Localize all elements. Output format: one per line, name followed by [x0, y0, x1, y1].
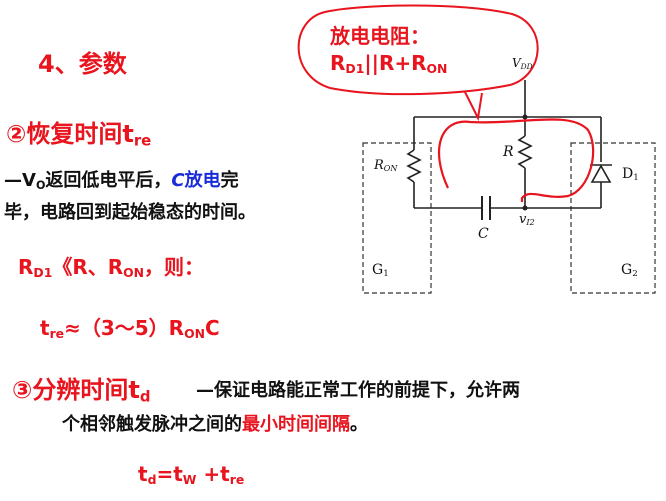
d1-label: D1 [622, 166, 639, 184]
resolution-desc-2: 个相邻触发脉冲之间的最小时间间隔。 [62, 414, 368, 435]
vi2-label: vI2 [519, 212, 535, 227]
r-label: R [503, 144, 514, 160]
discharge-path [437, 118, 595, 202]
recovery-desc-1: —VO返回低电平后，C放电完 [4, 170, 239, 192]
resolution-formula: td=tW +tre [138, 462, 245, 488]
d1-diode [590, 164, 612, 183]
g1-box [362, 142, 432, 294]
ron-label: RON [374, 158, 398, 173]
resolution-title: ③分辨时间td [12, 376, 151, 406]
resolution-desc-1: —保证电路能正常工作的前提下，允许两 [196, 380, 520, 401]
callout-bubble [297, 4, 539, 96]
g2-label: G2 [621, 262, 638, 280]
recovery-title: ②恢复时间tre [6, 120, 152, 150]
recovery-condition: RD1《R、RON，则： [18, 255, 205, 281]
callout-line1: 放电电阻： [330, 24, 430, 48]
r-resistor [517, 135, 533, 169]
c-label: C [478, 226, 489, 242]
recovery-formula: tre≈（3～5）RONC [40, 316, 220, 342]
section-heading: 4、参数 [38, 50, 127, 78]
g1-label: G1 [372, 262, 389, 280]
ron-resistor [406, 149, 422, 183]
recovery-desc-2: 毕，电路回到起始稳态的时间。 [4, 202, 256, 223]
vdd-label: VDD [512, 56, 533, 71]
g2-box [570, 142, 656, 294]
callout-line2: RD1||R+RON [330, 51, 448, 77]
